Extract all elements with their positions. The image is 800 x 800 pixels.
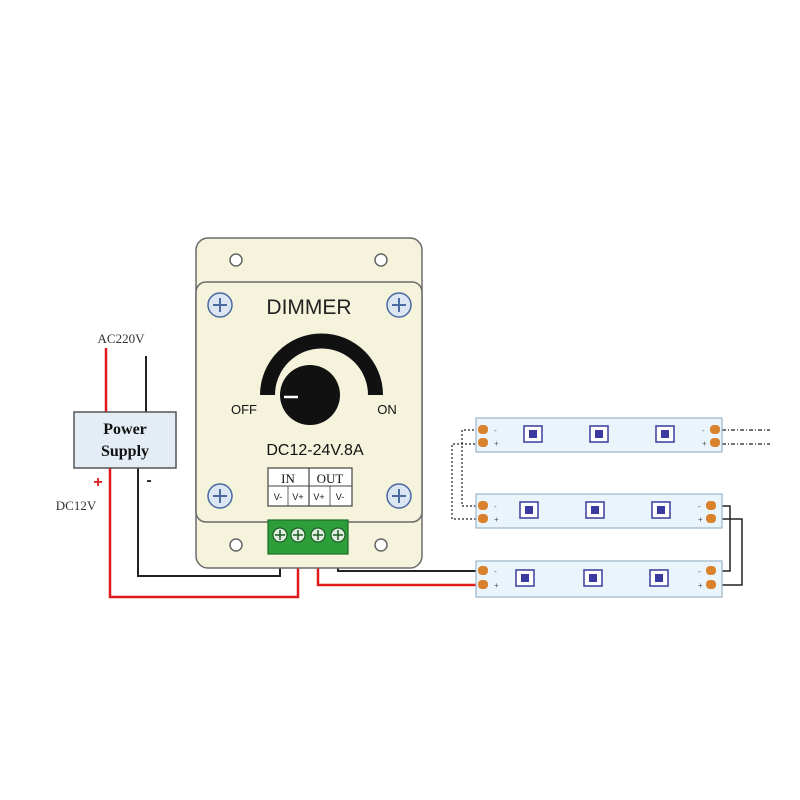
pad-plus-label: +	[494, 581, 499, 590]
led-strip-2: - + - +	[475, 493, 723, 529]
pad-minus-label: -	[494, 502, 497, 511]
screw-icon	[386, 292, 412, 318]
solder-pad-icon	[706, 501, 716, 510]
pin-label: V+	[313, 492, 324, 502]
power-supply-label-line2: Supply	[101, 443, 149, 460]
pad-minus-label: -	[698, 502, 701, 511]
mounting-hole-icon	[374, 253, 388, 267]
dimmer: DIMMER OFF ON DC12-24V.8A IN OUT V- V+ V…	[195, 237, 423, 569]
link-wire-2-1-a	[461, 429, 476, 507]
pad-minus-label: -	[702, 426, 705, 435]
pad-plus-label: +	[698, 581, 703, 590]
pad-minus-label: -	[698, 567, 701, 576]
terminal-label-box	[267, 467, 353, 507]
terminal-screw-icon[interactable]	[330, 527, 346, 543]
pad-plus-label: +	[494, 515, 499, 524]
terminal-screw-icon[interactable]	[272, 527, 288, 543]
link-wire-3-2-b	[716, 518, 743, 586]
power-supply-label-line1: Power	[103, 421, 147, 438]
solder-pad-icon	[478, 438, 488, 447]
off-label: OFF	[231, 402, 257, 417]
solder-pad-icon	[478, 501, 488, 510]
dimmer-knob[interactable]	[280, 365, 340, 425]
solder-pad-icon	[706, 580, 716, 589]
pad-minus-label: -	[494, 567, 497, 576]
on-label: ON	[377, 402, 397, 417]
solder-pad-icon	[478, 514, 488, 523]
power-supply-box	[73, 411, 177, 469]
mounting-hole-icon	[374, 538, 388, 552]
pin-label: V-	[274, 492, 283, 502]
led-strip-body	[475, 493, 723, 529]
link-wire-2-1-b	[451, 443, 476, 520]
led-strip-1: - + - +	[475, 417, 723, 453]
pad-minus-label: -	[494, 426, 497, 435]
terminal-out-label: OUT	[317, 471, 344, 486]
solder-pad-icon	[706, 566, 716, 575]
link-wire-3-2-a	[716, 505, 731, 572]
solder-pad-icon	[478, 566, 488, 575]
pad-plus-label: +	[698, 515, 703, 524]
solder-pad-icon	[706, 514, 716, 523]
led-strip-3: - + - +	[475, 560, 723, 598]
screw-icon	[386, 483, 412, 509]
pin-label: V+	[292, 492, 303, 502]
mounting-hole-icon	[229, 538, 243, 552]
terminal-screw-icon[interactable]	[290, 527, 306, 543]
solder-pad-icon	[478, 580, 488, 589]
screw-icon	[207, 483, 233, 509]
solder-pad-icon	[710, 438, 720, 447]
mounting-hole-icon	[229, 253, 243, 267]
minus-sign: -	[146, 472, 151, 489]
pin-label: V-	[336, 492, 345, 502]
pad-plus-label: +	[702, 439, 707, 448]
screw-icon	[207, 292, 233, 318]
solder-pad-icon	[478, 425, 488, 434]
plus-sign: +	[93, 474, 102, 491]
knob-range-arc	[260, 333, 383, 395]
terminal-in-label: IN	[281, 471, 295, 486]
dimmer-rating: DC12-24V.8A	[266, 442, 364, 459]
dc-output-label: DC12V	[56, 498, 97, 513]
ac-input-label: AC220V	[98, 331, 146, 346]
solder-pad-icon	[710, 425, 720, 434]
power-supply: Power Supply AC220V DC12V + -	[56, 331, 177, 513]
pad-plus-label: +	[494, 439, 499, 448]
dimmer-title: DIMMER	[266, 296, 351, 319]
terminal-screw-icon[interactable]	[310, 527, 326, 543]
